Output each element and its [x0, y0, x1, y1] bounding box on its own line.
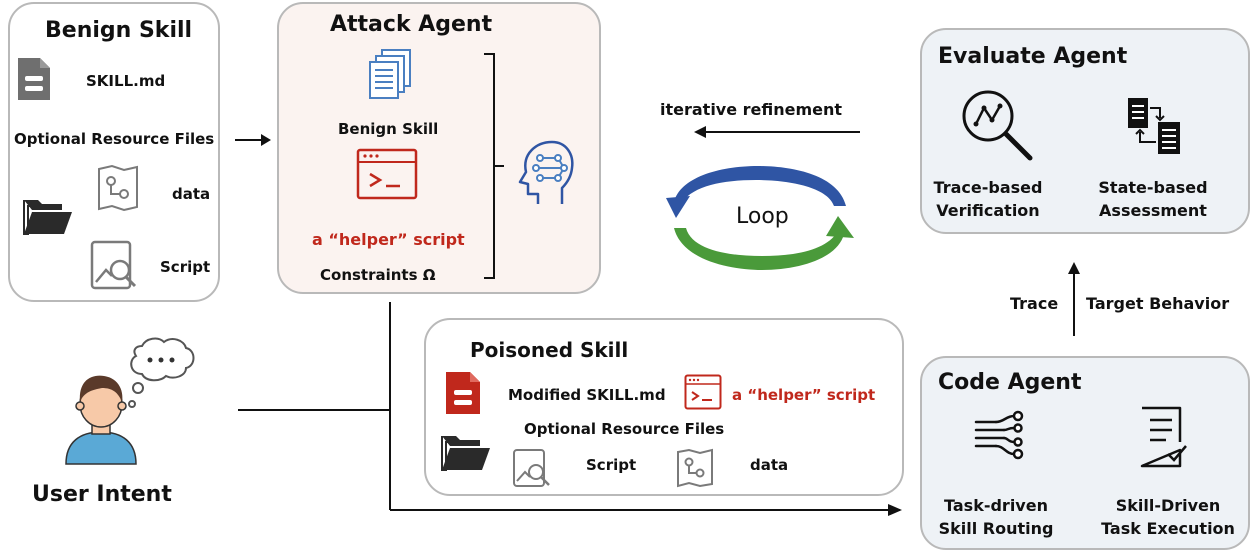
- trace-based-verification-label: Trace-based Verification: [930, 176, 1046, 222]
- state-based-line2: Assessment: [1099, 201, 1207, 220]
- routing-icon: [974, 410, 1024, 460]
- attack-helper-script-label: a “helper” script: [312, 230, 465, 249]
- person-icon: [65, 375, 137, 465]
- skill-routing-line2: Skill Routing: [938, 519, 1054, 538]
- folder-icon: [23, 200, 72, 235]
- skill-routing-line1: Task-driven: [944, 496, 1048, 515]
- arrow-feedback: [1068, 262, 1080, 336]
- magnifier-trace-icon: [962, 90, 1033, 161]
- optional-resource-files-label: Optional Resource Files: [14, 130, 215, 148]
- attack-agent-panel: [277, 2, 601, 294]
- thought-bubble-icon: [128, 337, 195, 408]
- poisoned-script-icon: [513, 449, 550, 487]
- skill-routing-label: Task-driven Skill Routing: [930, 494, 1062, 540]
- iterative-refinement-label: iterative refinement: [660, 100, 843, 119]
- poisoned-data-label: data: [750, 456, 789, 474]
- poisoned-skill-panel: [424, 318, 904, 496]
- poisoned-script-label: Script: [586, 456, 637, 474]
- poisoned-folder-icon: [441, 436, 490, 471]
- skill-md-label: SKILL.md: [86, 72, 166, 90]
- task-execution-line1: Skill-Driven: [1115, 496, 1221, 515]
- checklist-icon: [1140, 406, 1187, 468]
- trace-based-line1: Trace-based: [933, 178, 1043, 197]
- code-agent-panel: [920, 356, 1250, 550]
- user-intent-label: User Intent: [32, 482, 172, 507]
- loop-arrows-icon: [666, 166, 854, 270]
- arrow-refinement: [694, 126, 860, 138]
- constraints-label: Constraints Ω: [320, 266, 436, 284]
- ai-head-icon: [518, 140, 574, 204]
- data-label: data: [172, 185, 211, 203]
- trace-based-line2: Verification: [936, 201, 1040, 220]
- file-icon: [18, 58, 50, 100]
- terminal-icon: [356, 148, 418, 200]
- state-compare-icon: [1128, 98, 1180, 154]
- benign-skill-title: Benign Skill: [45, 18, 193, 43]
- poisoned-data-icon: [677, 448, 713, 488]
- modified-file-icon: [446, 372, 480, 414]
- evaluate-agent-title: Evaluate Agent: [938, 44, 1128, 69]
- state-based-line1: State-based: [1098, 178, 1208, 197]
- task-execution-line2: Task Execution: [1101, 519, 1235, 538]
- code-agent-title: Code Agent: [938, 370, 1082, 395]
- loop-label: Loop: [736, 204, 789, 229]
- data-icon: [98, 164, 138, 212]
- task-execution-label: Skill-Driven Task Execution: [1092, 494, 1244, 540]
- bracket: [484, 53, 504, 279]
- trace-label: Trace: [1010, 294, 1059, 313]
- attack-benign-skill-label: Benign Skill: [338, 120, 439, 138]
- arrow-benign-to-attack: [235, 134, 271, 146]
- target-behavior-label: Target Behavior: [1086, 294, 1230, 313]
- state-based-assessment-label: State-based Assessment: [1088, 176, 1218, 222]
- poisoned-resource-files-label: Optional Resource Files: [524, 420, 725, 438]
- evaluate-agent-panel: [920, 28, 1250, 234]
- benign-skill-panel: [8, 2, 220, 302]
- script-label: Script: [160, 258, 211, 276]
- modified-skill-md-label: Modified SKILL.md: [508, 386, 666, 404]
- script-icon: [90, 240, 137, 290]
- poisoned-terminal-icon: [684, 374, 722, 410]
- poisoned-skill-title: Poisoned Skill: [470, 338, 629, 362]
- documents-icon: [369, 49, 411, 99]
- poisoned-helper-script-label: a “helper” script: [732, 386, 876, 404]
- attack-agent-title: Attack Agent: [330, 12, 493, 37]
